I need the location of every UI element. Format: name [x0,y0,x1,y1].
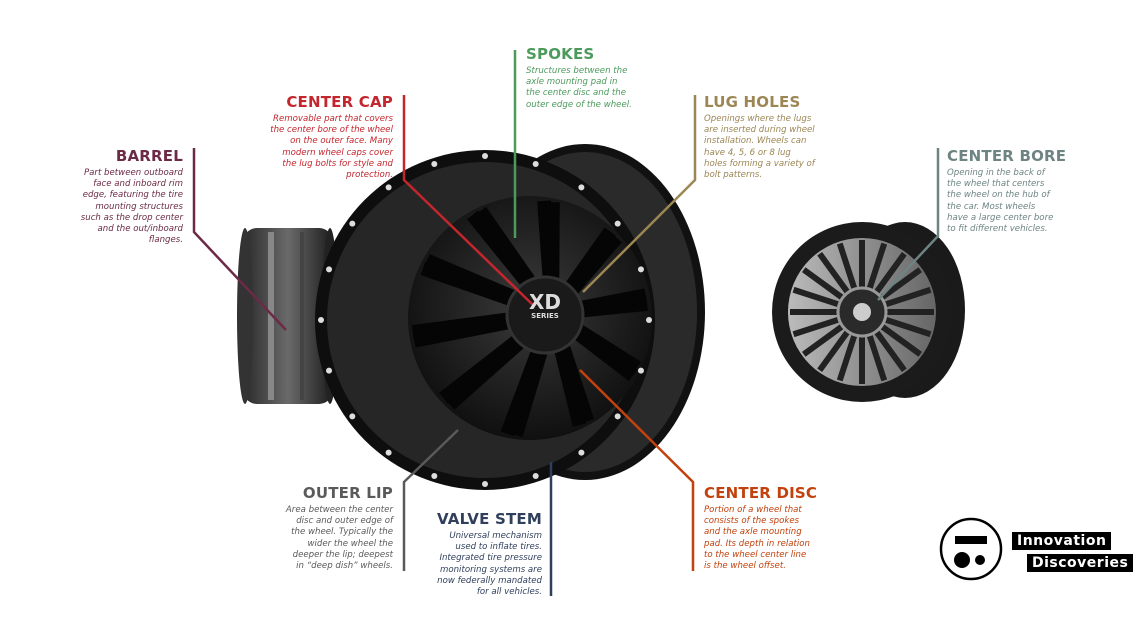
label-text: Area between the center disc and outer e… [285,505,393,572]
spoke [792,286,841,308]
spoke [883,316,932,338]
logo-emblem-icon [939,517,1003,581]
rim-bolt [431,472,438,479]
rim-bolt [614,413,621,420]
spoke [873,251,907,295]
rim-bolt [614,220,621,227]
label-text: Part between outboard face and inboard r… [80,168,183,246]
label-text: Universal mechanism used to inflate tire… [437,531,542,598]
rim-bolt [532,161,539,168]
spoke [883,286,932,308]
label-text: Portion of a wheel that consists of the … [704,505,810,572]
spoke [411,312,509,340]
spoke [836,242,858,291]
rim-bolt [326,367,333,374]
label-text: Opening in the back of the wheel that ce… [947,168,1054,235]
logo-text-discoveries: Discoveries [1027,554,1134,572]
leader-lines [192,50,940,596]
rim-bolt [349,220,356,227]
rim-bolt [532,472,539,479]
wheel-badge-series: SERIES [531,312,559,320]
rim-bolt [318,317,324,323]
label-center-bore: CENTER BORE Opening in the back of the w… [947,147,1122,235]
spoke [817,251,851,295]
spoke [474,206,535,285]
barrel-leader-line [192,148,287,331]
spoke [801,267,845,301]
rim-bolt [349,413,356,420]
spoke [801,323,845,357]
spoke [866,333,888,382]
label-valve-stem: VALVE STEM Universal mechanism used to i… [367,510,542,598]
lug-holes-leader-line [582,95,697,293]
rim-bolt [578,184,585,191]
label-title: LUG HOLES [704,93,801,111]
rim-bolt [637,266,644,273]
spoke [439,335,522,404]
spoke [879,267,923,301]
label-spokes: SPOKES Structures between the axle mount… [526,45,701,111]
center-disc-leader-line [579,369,695,571]
label-center-disc: CENTER DISC Portion of a wheel that cons… [704,484,879,572]
label-title: CENTER DISC [704,484,818,502]
label-title: BARREL [115,147,183,165]
rim-bolt [431,161,438,168]
label-text: Openings where the lugs are inserted dur… [704,114,815,181]
label-title: SPOKES [526,45,595,63]
center-cap-leader-line [402,95,534,306]
spoke [554,347,587,427]
rim-bolt [482,153,488,159]
rim-bolt [326,266,333,273]
spoke [817,329,851,373]
label-title: CENTER BORE [947,147,1067,165]
rim-bolt [482,481,488,487]
label-center-cap: CENTER CAP Removable part that covers th… [218,93,393,181]
rim-bolt [646,317,652,323]
main-wheel-image [315,144,705,490]
spoke [580,288,648,315]
wheel-badge-logo: XD [528,290,562,314]
center-bore-leader-line [877,148,940,301]
label-text: Removable part that covers the center bo… [270,114,393,181]
spoke [573,327,638,381]
label-title: OUTER LIP [302,484,393,502]
rim-bolt [578,449,585,456]
outer-lip-leader-line [402,429,459,571]
spoke [873,329,907,373]
label-text: Structures between the axle mounting pad… [526,66,632,110]
label-lug-holes: LUG HOLES Openings where the lugs are in… [704,93,879,181]
wheel-badge: XD SERIES [524,292,566,320]
spoke [792,316,841,338]
logo-text-innovation: Innovation [1012,532,1112,550]
spoke [424,254,515,303]
spoke [500,349,545,437]
label-title: CENTER CAP [286,93,393,111]
rim-bolt [385,449,392,456]
label-outer-lip: OUTER LIP Area between the center disc a… [218,484,393,572]
rear-wheel-image [772,222,965,402]
spoke [567,233,622,294]
label-barrel: BARREL Part between outboard face and in… [8,147,183,246]
label-title: VALVE STEM [437,510,542,528]
spoke [836,333,858,382]
rim-bolt [637,367,644,374]
rim-bolt [385,184,392,191]
spoke [866,242,888,291]
spoke [879,323,923,357]
